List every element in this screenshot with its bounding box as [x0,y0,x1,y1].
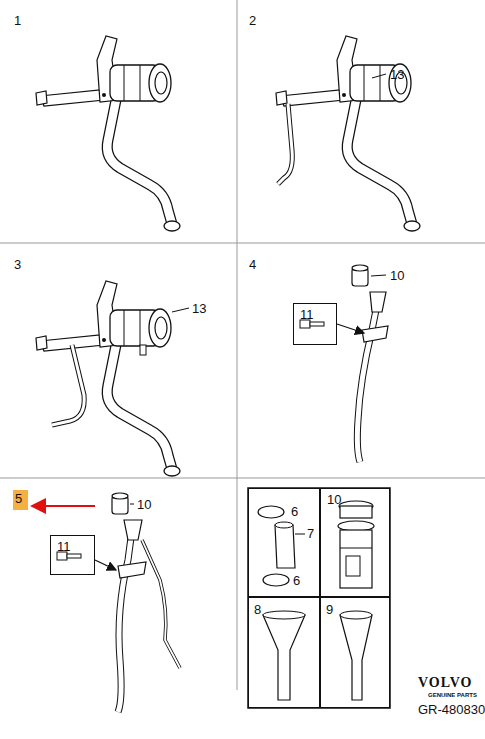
callout-number: 6 [291,505,298,518]
detail-cell: 10 [320,488,390,597]
callout-number: 7 [307,527,314,540]
callout-number: 10 [390,269,404,282]
callout-number: 13 [390,68,404,81]
callout-number: 6 [293,574,300,587]
panel-number: 3 [14,258,21,271]
callout-number: 13 [192,302,206,315]
callout-number: 9 [326,603,333,616]
callout-box: 11 [293,303,337,345]
callout-number: 11 [57,540,71,553]
callout-number: 11 [300,308,314,321]
panel-number: 2 [249,14,256,27]
callout-number: 10 [137,498,151,511]
detail-cell: 8 [248,597,320,708]
panel-number: 1 [14,14,21,27]
panel-number: 4 [249,258,256,271]
brand-logo: VOLVO [418,676,473,690]
highlight-badge: 5 [13,490,28,510]
callout-box: 11 [50,535,95,575]
callout-number: 8 [254,603,261,616]
detail-cell: 9 [320,597,390,708]
callout-number: 5 [15,492,22,505]
detail-cell: 676 [248,488,320,597]
drawing-number: GR-480830 [418,703,485,716]
brand-subtitle: GENUINE PARTS [428,692,477,698]
callout-number: 10 [327,493,341,506]
